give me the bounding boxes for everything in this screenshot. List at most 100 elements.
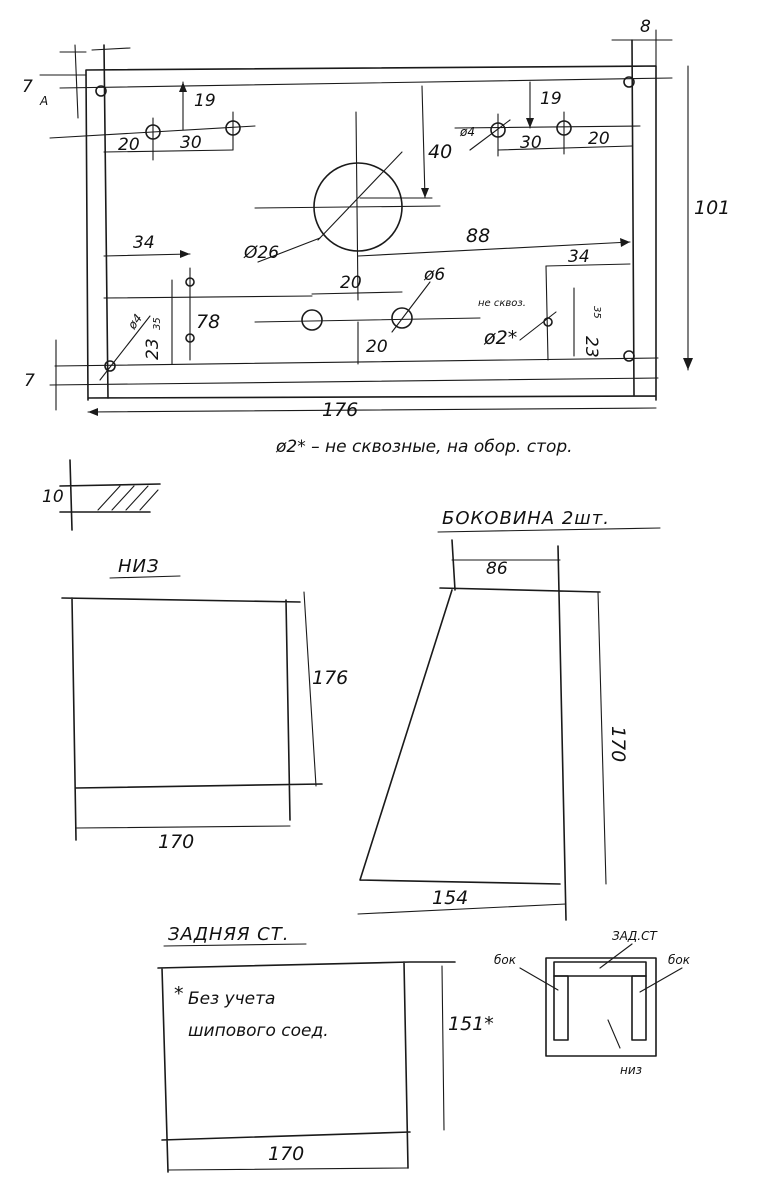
- side-dim-154-line: [357, 903, 567, 915]
- dim-7-top-arrows: [59, 47, 131, 53]
- dim-30-right: 30: [520, 133, 542, 153]
- dim-40-arrow: [421, 188, 429, 198]
- assembly-label-back: ЗАД.СТ: [612, 929, 658, 943]
- hole-left-centerlines: [152, 111, 234, 161]
- hole-right-centerlines: [497, 111, 565, 157]
- dim-19-left: 19: [194, 91, 216, 111]
- right-stile-line: [631, 39, 635, 396]
- dim-40: 40: [428, 141, 452, 163]
- dim-34-right: 34: [568, 247, 590, 267]
- dim-176-arrow: [88, 408, 98, 416]
- side-panel-drawing: БОКОВИНА 2шт. 86 170 154: [357, 508, 661, 921]
- big-hole-centerlines: [254, 111, 441, 301]
- hole4-left-leader: [99, 315, 151, 381]
- back-panel-drawing: ЗАДНЯЯ СТ. * Без учета шипового соед. 15…: [157, 924, 494, 1173]
- dim-20-30-left-line: [103, 149, 234, 153]
- dim-20-right: 20: [588, 129, 610, 149]
- corner-hole-bottom-right: [623, 350, 635, 362]
- mid-hole-row-line: [254, 317, 481, 323]
- dim-78: 78: [196, 311, 220, 333]
- assembly-label-side-right: бок: [668, 953, 691, 967]
- assembly-side-right: [631, 975, 647, 1041]
- back-dim-170-line: [167, 1167, 409, 1171]
- back-panel-title: ЗАДНЯЯ СТ.: [168, 924, 289, 945]
- dim-88-arrow: [620, 238, 630, 247]
- side-panel-title: БОКОВИНА 2шт.: [442, 508, 610, 529]
- hole-right-lower: [543, 317, 553, 327]
- blind-hole-leader: [519, 311, 557, 341]
- front-panel-drawing: 7 A 8 19 20 30 19 30 20 ø4: [22, 17, 730, 457]
- mid-hole-1: [301, 309, 323, 331]
- footnote: ø2* – не сквозные, на обор. стор.: [275, 437, 573, 457]
- bottom-inner-line: [54, 357, 659, 367]
- hole6-label: ø6: [423, 265, 445, 285]
- bottom-dim-170: 170: [158, 831, 194, 853]
- big-hole-diameter: [317, 151, 403, 241]
- corner-hole-top-right: [623, 76, 635, 88]
- back-note-line1: Без учета: [188, 989, 275, 1009]
- assembly-label-side-left: бок: [494, 953, 517, 967]
- mid-hole-dim-line: [311, 291, 403, 295]
- assembly-back-wall: [553, 961, 647, 977]
- assembly-outline: [545, 957, 657, 1057]
- dim-35-right: 35: [591, 306, 602, 319]
- bottom-dim-176-line: [303, 591, 317, 787]
- back-dim-170: 170: [268, 1143, 304, 1165]
- bottom-panel-outline: [61, 597, 323, 841]
- hole4-leader: [469, 119, 511, 151]
- dim-23-right: 23: [581, 336, 601, 358]
- big-hole-leader: [257, 237, 321, 263]
- corner-hole-bottom-left: [104, 360, 116, 372]
- side-title-underline: [437, 527, 661, 533]
- mid-hole-long-line: [103, 295, 313, 299]
- dim-34-left-arrow: [180, 250, 190, 258]
- hole-left-lower-vert: [171, 267, 191, 365]
- big-hole-label: Ø26: [243, 243, 279, 263]
- bottom-panel-title: НИЗ: [118, 556, 160, 577]
- back-note-line2: шипового соед.: [188, 1021, 329, 1041]
- dim-176: 176: [322, 399, 358, 421]
- dim-7-top-arrow-mark: A: [39, 94, 48, 108]
- dim-20-mid: 20: [340, 273, 362, 293]
- side-dim-154: 154: [432, 887, 468, 909]
- dim-19-right: 19: [540, 89, 562, 109]
- dim-101: 101: [694, 197, 730, 219]
- dim-8: 8: [640, 17, 651, 37]
- dim-34-right-line: [545, 263, 631, 267]
- assembly-sketch: ЗАД.СТ бок бок низ: [494, 929, 691, 1077]
- blind-hole-label: ø2*: [483, 327, 517, 349]
- dim-20-left: 20: [118, 135, 140, 155]
- hole6-leader: [391, 281, 431, 333]
- dim-176-line: [87, 407, 657, 413]
- dim-19-right-arrow: [526, 118, 534, 128]
- dim-101-arrow: [683, 358, 693, 370]
- side-dim-170-line: [597, 591, 607, 885]
- back-title-underline: [163, 943, 307, 947]
- dim-30-20-right-line: [497, 145, 633, 151]
- dim-34-left-line: [103, 253, 191, 257]
- dim-30-left: 30: [180, 133, 202, 153]
- mid-hole-2: [391, 307, 413, 329]
- back-panel-outline: [157, 961, 456, 1173]
- dim-88: 88: [466, 225, 490, 247]
- dim-20-vert: 20: [366, 337, 388, 357]
- front-panel-outline: [85, 65, 657, 401]
- dim-7-top-ext: [39, 44, 87, 119]
- corner-hole-top-left: [95, 85, 107, 97]
- left-stile-line: [103, 44, 109, 399]
- dim-10: 10: [42, 487, 64, 507]
- dim-7-bottom: 7: [24, 371, 35, 391]
- right-lower-vert-lines: [545, 265, 575, 361]
- top-inner-line: [59, 77, 673, 89]
- hole4-left-label: ø4: [124, 311, 145, 332]
- back-dim-151: 151*: [448, 1013, 494, 1035]
- bottom-panel-drawing: НИЗ 176 170: [61, 556, 348, 853]
- bottom-title-underline: [109, 575, 181, 579]
- thickness-detail: 10: [42, 459, 161, 531]
- not-through-note: не сквоз.: [478, 298, 526, 309]
- hole4-label: ø4: [459, 125, 475, 139]
- dim-40-line: [421, 85, 426, 199]
- hole-row-right-line: [454, 125, 641, 129]
- assembly-side-left: [553, 975, 569, 1041]
